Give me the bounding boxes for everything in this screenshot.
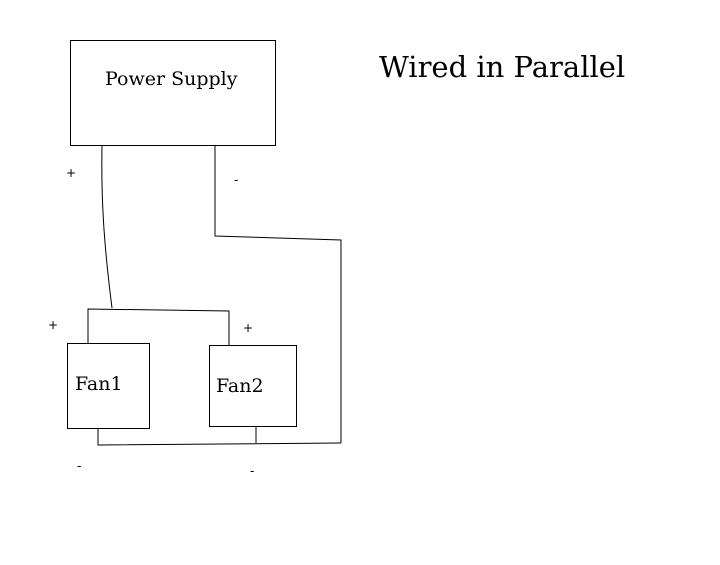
positive-supply-wire: [101, 145, 113, 309]
fan1-positive-sign: +: [48, 318, 58, 332]
fan1-negative-sign: -: [77, 459, 81, 473]
fan2-positive-sign: +: [243, 321, 253, 335]
fan2-label: Fan2: [216, 375, 264, 397]
fan1-label: Fan1: [75, 373, 123, 395]
power-supply-label: Power Supply: [105, 68, 238, 90]
negative-supply-wire: [214, 146, 342, 443]
power-supply-box: [70, 40, 276, 146]
supply-positive-sign: +: [66, 166, 76, 180]
supply-negative-sign: -: [234, 173, 238, 187]
fan1-box: [67, 343, 150, 429]
negative-bus-wire: [97, 428, 342, 446]
positive-bus-wire: [87, 308, 230, 345]
fan2-box: [209, 345, 297, 427]
diagram-title: Wired in Parallel: [379, 50, 625, 84]
fan2-negative-sign: -: [250, 464, 254, 478]
